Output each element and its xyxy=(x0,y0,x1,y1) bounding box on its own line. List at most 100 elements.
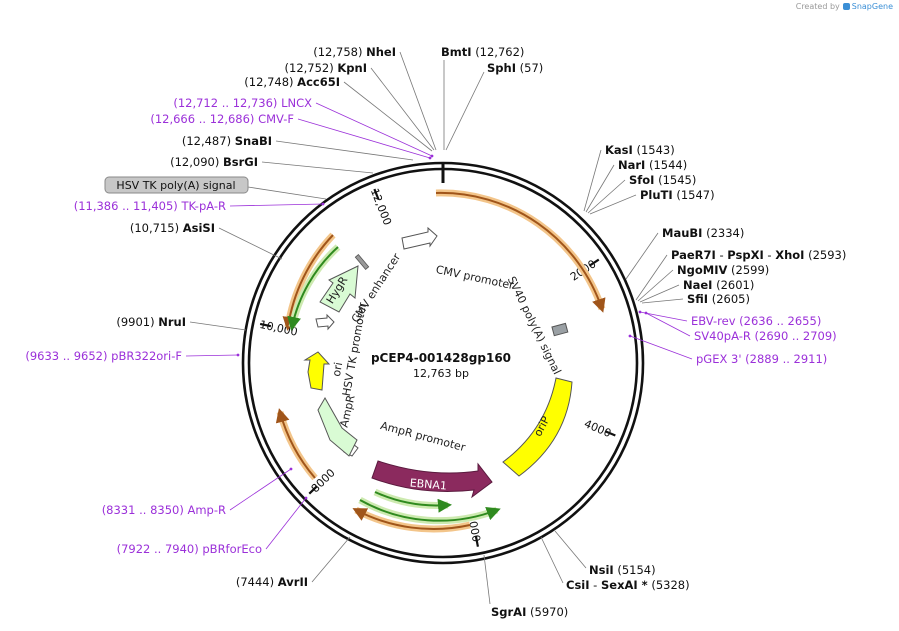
tick-mark xyxy=(604,430,616,437)
primer-site-dot xyxy=(236,353,240,357)
orf-glow-lower-left xyxy=(276,411,318,481)
leader-line xyxy=(275,140,414,161)
primer-amp-r: (8331 .. 8350) Amp-R xyxy=(102,503,226,517)
orf-arrow-bottom-2 xyxy=(359,499,501,522)
orf-arrow-bottom-3 xyxy=(352,508,471,530)
site-pluti: PluTI (1547) xyxy=(640,188,715,202)
hsv-tk-polya-box xyxy=(354,254,370,270)
primer-pbr322ori-f: (9633 .. 9652) pBR322ori-F xyxy=(25,349,182,363)
site-snabi: (12,487) SnaBI xyxy=(182,134,272,148)
leader-line xyxy=(587,179,626,214)
site-asisi: (10,715) AsiSI xyxy=(130,221,215,235)
site-ngomiv: NgoMIV (2599) xyxy=(677,263,769,277)
leader-line xyxy=(261,161,374,174)
site-paer7i-pspxi-xhoi: PaeR7I - PspXI - XhoI (2593) xyxy=(671,248,846,262)
primer-sv40pa-r: SV40pA-R (2690 .. 2709) xyxy=(694,329,837,343)
leader-line xyxy=(635,254,668,301)
snapgene-logo-icon xyxy=(842,3,850,10)
site-maubi: MauBI (2334) xyxy=(662,226,744,240)
plasmid-name: pCEP4-001428gp160 xyxy=(371,351,511,365)
primer-tk-pa-r: (11,386 .. 11,405) TK-pA-R xyxy=(74,199,226,213)
hsv-tk-polya-label: HSV TK poly(A) signal xyxy=(116,179,235,192)
leader-line xyxy=(185,354,239,357)
leader-line xyxy=(589,194,637,215)
primer-ebv-rev: EBV-rev (2636 .. 2655) xyxy=(691,314,821,328)
ampr-marker xyxy=(317,396,358,457)
sv40-polya-label: SV40 poly(A) signal xyxy=(505,274,564,376)
leader-line xyxy=(625,232,659,280)
primer-pgex-3: pGEX 3' (2889 .. 2911) xyxy=(696,352,827,366)
leader-line xyxy=(297,118,431,159)
leader-line xyxy=(483,554,491,605)
hsv-tk-promoter-label: HSV TK promoter xyxy=(340,301,369,397)
primer-site-dot xyxy=(321,202,325,206)
site-bsrgi: (12,090) BsrGI xyxy=(170,155,258,169)
orf-arrow-lower-left xyxy=(275,408,316,479)
site-csii-sexai: CsiI - SexAI * (5328) xyxy=(566,578,690,592)
tick-mark xyxy=(589,258,600,267)
primer-site-dot xyxy=(289,467,293,471)
orf-arrow-top xyxy=(435,191,606,313)
credit-brand: SnapGene xyxy=(851,2,893,11)
primer-site-dot xyxy=(304,496,308,500)
site-bmti: BmtI (12,762) xyxy=(441,45,524,59)
primer-lncx: (12,712 .. 12,736) LNCX xyxy=(173,96,312,110)
leader-line xyxy=(629,335,693,360)
outer-labels: (12,758) NheI(12,752) KpnI(12,748) Acc65… xyxy=(25,45,846,619)
primer-site-dot xyxy=(628,334,632,338)
leader-line xyxy=(265,497,307,550)
ampr-label: AmpR xyxy=(338,393,358,428)
hygr-marker xyxy=(319,265,359,313)
leader-line xyxy=(229,203,324,207)
primer-site-dot xyxy=(638,310,642,314)
site-nsii: NsiI (5154) xyxy=(589,563,656,577)
tick-label: 12,000 xyxy=(368,187,394,228)
leader-line xyxy=(540,536,564,584)
hsv-tk-polya-label-box xyxy=(104,176,249,194)
ori-marker xyxy=(303,351,331,391)
leader-line xyxy=(554,530,587,569)
leader-line xyxy=(311,536,351,583)
tick-mark xyxy=(474,535,479,547)
site-leader-lines xyxy=(185,51,693,605)
orf-arrow-left-inner xyxy=(287,246,339,331)
leader-line xyxy=(445,71,485,151)
tick-mark xyxy=(373,188,380,200)
tick-mark xyxy=(259,322,272,328)
snapgene-credit: Created by SnapGene xyxy=(796,2,893,11)
primer-site-dot xyxy=(428,156,432,160)
ampr-promoter-label: AmpR promoter xyxy=(379,419,467,454)
site-sphi: SphI (57) xyxy=(487,61,543,75)
orf-arrow-bottom-1 xyxy=(374,491,452,513)
leader-line xyxy=(343,81,433,152)
site-sgrai: SgrAI (5970) xyxy=(491,605,568,619)
site-kpni: (12,752) KpnI xyxy=(285,61,367,75)
hsv-tk-promoter-arrow xyxy=(315,313,335,331)
leader-line xyxy=(641,298,684,304)
primer-site-dot xyxy=(644,311,648,315)
sv40-polya-box xyxy=(551,322,569,337)
orip-marker xyxy=(502,377,573,477)
ebna1-label: EBNA1 xyxy=(409,476,447,492)
leader-line xyxy=(315,102,433,157)
site-sfoi: SfoI (1545) xyxy=(629,173,696,187)
tick-mark xyxy=(308,485,318,495)
leader-line xyxy=(645,312,691,337)
leader-line xyxy=(585,164,615,213)
ori-label: ori xyxy=(330,361,345,377)
tick-label: 4000 xyxy=(582,417,613,440)
site-avrii: (7444) AvrII xyxy=(236,575,308,589)
leader-line xyxy=(637,269,674,302)
site-naei: NaeI (2601) xyxy=(683,278,754,292)
cmv-promoter-label: CMV promoter xyxy=(435,263,516,292)
primer-cmv-f: (12,666 .. 12,686) CMV-F xyxy=(150,112,294,126)
leader-line xyxy=(583,149,602,212)
site-kasi: KasI (1543) xyxy=(605,143,675,157)
credit-prefix: Created by xyxy=(795,2,840,11)
primer-pbrforeco: (7922 .. 7940) pBRforEco xyxy=(117,542,262,556)
ebna1-marker xyxy=(371,460,493,499)
site-nari: NarI (1544) xyxy=(618,158,687,172)
leader-line xyxy=(639,311,688,322)
site-sfii: SfiI (2605) xyxy=(687,292,750,306)
leader-line xyxy=(189,321,247,331)
